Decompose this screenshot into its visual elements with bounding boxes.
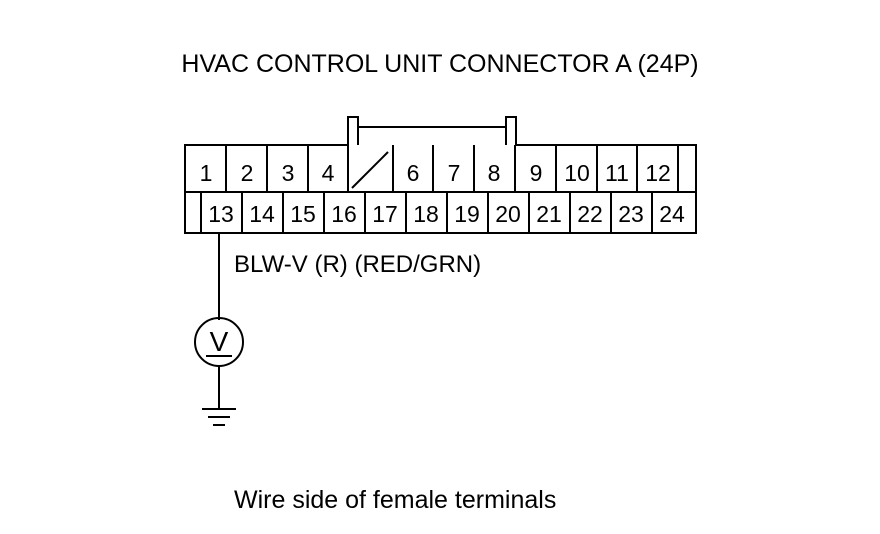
- terminal-21-label: 21: [536, 201, 562, 227]
- terminal-18-label: 18: [413, 201, 439, 227]
- voltmeter-symbol: V: [210, 326, 229, 357]
- bottom-row-labels: 13 14 15 16 17 18 19 20 21 22 23 24: [208, 201, 685, 227]
- terminal-23-label: 23: [618, 201, 644, 227]
- terminal-20-label: 20: [495, 201, 521, 227]
- terminal-12-label: 12: [645, 160, 671, 186]
- terminal-6-label: 6: [407, 160, 420, 186]
- terminal-10-label: 10: [564, 160, 590, 186]
- terminal-3-label: 3: [282, 160, 295, 186]
- bottom-row-dividers: [200, 192, 653, 233]
- terminal-13-label: 13: [208, 201, 234, 227]
- diagram-title: HVAC CONTROL UNIT CONNECTOR A (24P): [181, 50, 698, 78]
- terminal-22-label: 22: [577, 201, 603, 227]
- wire-label: BLW-V (R) (RED/GRN): [234, 251, 481, 278]
- terminal-17-label: 17: [372, 201, 398, 227]
- terminal-11-label: 11: [605, 160, 629, 186]
- blank-cavity-slash: [351, 151, 389, 189]
- terminal-9-label: 9: [530, 160, 543, 186]
- terminal-14-label: 14: [249, 201, 275, 227]
- top-row-dividers: [225, 145, 679, 192]
- top-row-labels: 1 2 3 4 6 7 8 9 10 11 12: [200, 160, 671, 186]
- voltmeter-icon: V: [194, 317, 244, 367]
- terminal-16-label: 16: [331, 201, 357, 227]
- ground-icon: [202, 408, 236, 426]
- terminal-19-label: 19: [454, 201, 480, 227]
- diagram-caption: Wire side of female terminals: [234, 486, 556, 514]
- terminal-24-label: 24: [659, 201, 685, 227]
- terminal-8-label: 8: [488, 160, 501, 186]
- terminal-15-label: 15: [290, 201, 316, 227]
- terminal-4-label: 4: [322, 160, 335, 186]
- terminal-7-label: 7: [448, 160, 461, 186]
- terminal-2-label: 2: [241, 160, 254, 186]
- terminal-1-label: 1: [200, 160, 213, 186]
